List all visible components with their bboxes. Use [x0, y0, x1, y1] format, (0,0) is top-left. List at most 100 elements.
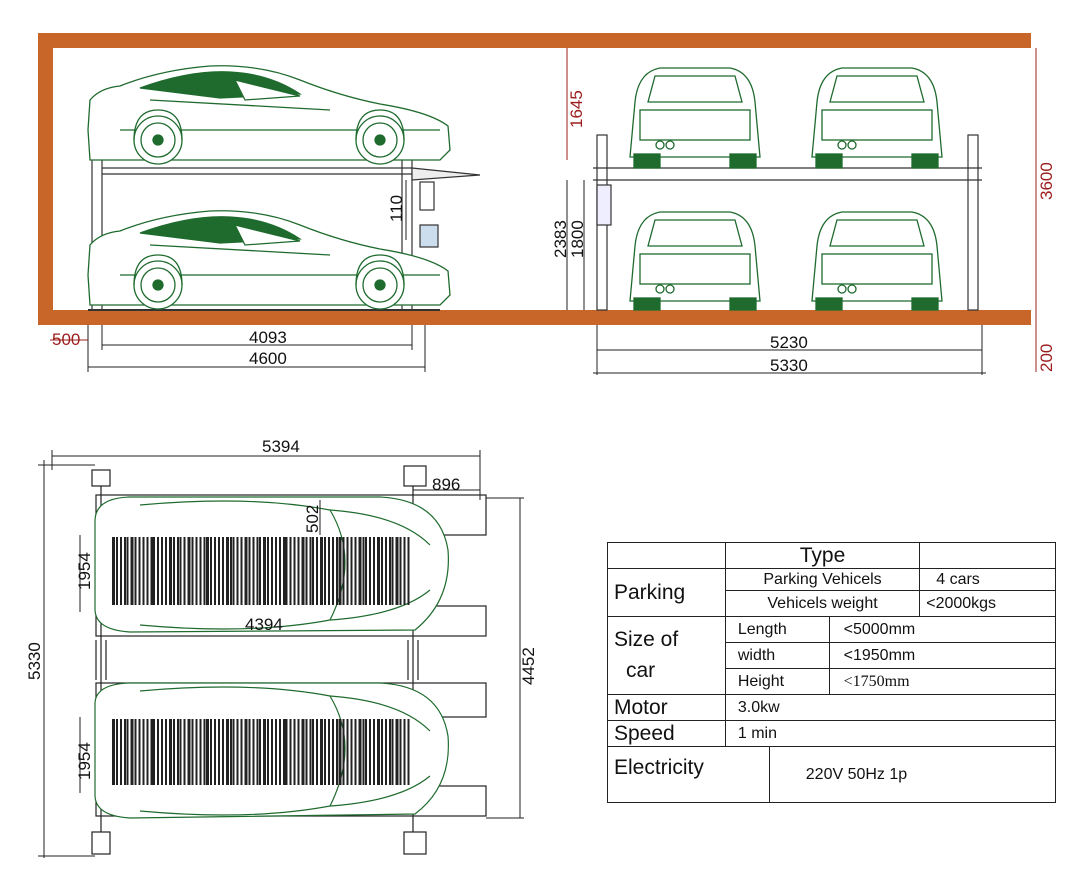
platform-slat: [236, 719, 239, 785]
spec-row-motor: Motor 3.0kw: [607, 694, 1057, 721]
platform-slat: [230, 719, 232, 785]
platform-slat: [354, 537, 357, 605]
platform-slat: [146, 537, 149, 605]
dim-plan-1954-lower: 1954: [75, 742, 94, 780]
dim-1800: 1800: [568, 220, 587, 258]
platform-slat: [381, 719, 383, 785]
dim-110: 110: [387, 195, 406, 222]
platform-slat: [263, 719, 266, 785]
platform-slat: [346, 719, 349, 785]
platform-slat: [124, 537, 126, 605]
platform-slat: [275, 719, 277, 785]
platform-slat: [395, 719, 399, 785]
platform-slat: [403, 719, 406, 785]
platform-slat: [275, 537, 277, 605]
platform-plates-lower: [112, 719, 410, 785]
platform-slat: [312, 719, 314, 785]
spec-row-width: width <1950mm: [608, 642, 1057, 669]
platform-slat: [214, 719, 216, 785]
platform-slat: [248, 537, 251, 605]
dim-plan-4452: 4452: [519, 647, 538, 685]
platform-slat: [230, 537, 232, 605]
vehicles-weight-label: Vehicels weight: [724, 590, 921, 617]
side-car-lower: [87, 210, 451, 310]
platform-slat: [203, 719, 206, 785]
platform-slat: [369, 537, 371, 605]
platform-slat: [285, 719, 288, 785]
rear-dimension-lines: [566, 48, 1037, 375]
height-label: Height: [724, 668, 830, 695]
platform-slat: [195, 537, 198, 605]
platform-slat: [332, 719, 334, 785]
platform-slat: [328, 537, 330, 605]
platform-slat: [248, 719, 251, 785]
platform-slat: [236, 537, 239, 605]
platform-slat: [116, 537, 118, 605]
platform-slat: [157, 537, 159, 605]
platform-slat: [126, 719, 129, 785]
platform-slat: [138, 719, 141, 785]
platform-slat: [305, 537, 308, 605]
type-header: Type: [724, 542, 921, 569]
platform-slat: [407, 537, 410, 605]
platform-slat: [226, 537, 229, 605]
platform-slat: [267, 537, 269, 605]
platform-slat: [389, 719, 391, 785]
platform-slat: [271, 537, 273, 605]
platform-slat: [301, 719, 305, 785]
platform-slat: [199, 537, 202, 605]
platform-slat: [124, 719, 126, 785]
platform-plates-upper: [112, 537, 410, 605]
platform-slat: [328, 719, 330, 785]
platform-slat: [293, 719, 296, 785]
platform-slat: [210, 537, 212, 605]
platform-slat: [161, 537, 163, 605]
vehicles-weight-value: <2000kgs: [919, 590, 1056, 617]
platform-slat: [244, 537, 248, 605]
rear-car-upper-left: [629, 67, 761, 169]
platform-slat: [279, 537, 281, 605]
platform-slat: [165, 719, 167, 785]
platform-slat: [259, 719, 261, 785]
platform-slat: [350, 537, 353, 605]
platform-slat: [324, 719, 326, 785]
parking-vehicles-value: 4 cars: [919, 568, 1056, 591]
dim-3600: 3600: [1037, 162, 1056, 200]
platform-slat: [399, 719, 402, 785]
platform-slat: [377, 537, 380, 605]
platform-slat: [153, 719, 155, 785]
platform-slat: [399, 537, 402, 605]
platform-slat: [222, 537, 224, 605]
platform-slat: [301, 537, 305, 605]
platform-slat: [373, 537, 375, 605]
speed-value: 1 min: [724, 720, 1057, 747]
platform-slat: [112, 537, 115, 605]
platform-slat: [395, 537, 399, 605]
platform-slat: [130, 537, 134, 605]
platform-slat: [214, 537, 216, 605]
dim-4600: 4600: [249, 349, 287, 368]
platform-slat: [342, 537, 345, 605]
platform-slat: [210, 719, 212, 785]
plan-dimension-lines: [38, 450, 524, 858]
platform-slat: [112, 719, 115, 785]
platform-slat: [252, 719, 255, 785]
platform-slat: [381, 537, 383, 605]
platform-slat: [297, 719, 300, 785]
platform-slat: [244, 719, 248, 785]
platform-slat: [407, 719, 410, 785]
platform-slat: [377, 719, 380, 785]
platform-slat: [191, 719, 194, 785]
motor-label: Motor: [607, 694, 726, 721]
platform-slat: [206, 719, 209, 785]
dim-500: 500: [52, 330, 80, 349]
platform-slat: [199, 719, 202, 785]
platform-slat: [195, 719, 198, 785]
platform-slat: [279, 719, 281, 785]
ceiling-slab: [38, 33, 1031, 48]
platform-slat: [232, 537, 235, 605]
platform-slat: [120, 719, 122, 785]
spec-row-parking-vehicles: Parking Parking Vehicels 4 cars: [607, 568, 1056, 617]
floor-slab-right: [593, 310, 1031, 325]
